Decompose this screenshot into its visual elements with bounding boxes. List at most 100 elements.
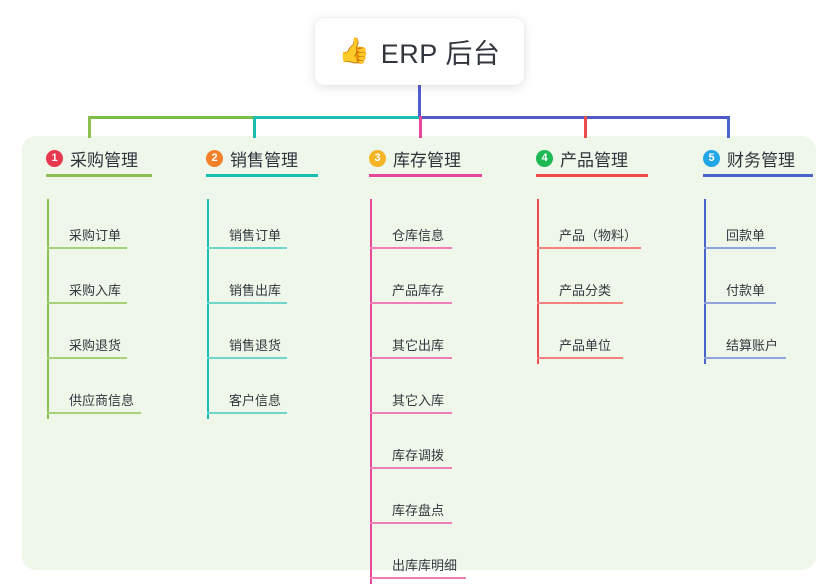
list-item-rule bbox=[47, 357, 127, 359]
list-item-rule bbox=[47, 247, 127, 249]
list-item[interactable]: 客户信息 bbox=[200, 364, 298, 419]
branch-header-rule-4 bbox=[536, 174, 648, 177]
list-item-label: 销售出库 bbox=[229, 283, 282, 298]
list-item-rule bbox=[704, 302, 776, 304]
bus-segment-teal bbox=[253, 116, 420, 119]
list-item-rule bbox=[370, 522, 452, 524]
list-item[interactable]: 其它出库 bbox=[363, 309, 461, 364]
list-item-label: 产品库存 bbox=[392, 283, 445, 298]
list-item-label: 供应商信息 bbox=[69, 393, 135, 408]
list-item-label: 产品分类 bbox=[559, 283, 612, 298]
list-item-rule bbox=[207, 247, 287, 249]
branch-spine-5 bbox=[704, 199, 706, 364]
branch-spine-3 bbox=[370, 199, 372, 584]
list-item-label: 采购退货 bbox=[69, 338, 122, 353]
branch-badge-4: 4 bbox=[536, 149, 553, 167]
list-item[interactable]: 采购订单 bbox=[40, 199, 138, 254]
branch-header-rule-1 bbox=[46, 174, 152, 177]
root-node-erp[interactable]: 👍 ERP 后台 bbox=[315, 18, 524, 85]
list-item-rule bbox=[370, 467, 452, 469]
list-item-label: 回款单 bbox=[726, 228, 766, 243]
list-item-rule bbox=[537, 247, 641, 249]
branch-title-5: 财务管理 bbox=[727, 150, 795, 170]
list-item[interactable]: 产品（物料） bbox=[530, 199, 641, 254]
branch-items-2: 销售订单销售出库销售退货客户信息 bbox=[200, 199, 298, 419]
list-item-rule bbox=[370, 247, 452, 249]
branch-spine-1 bbox=[47, 199, 49, 419]
list-item-rule bbox=[537, 357, 623, 359]
list-item[interactable]: 库存调拨 bbox=[363, 419, 461, 474]
list-item[interactable]: 供应商信息 bbox=[40, 364, 141, 419]
list-item-rule bbox=[47, 302, 127, 304]
bus-segment-green bbox=[88, 116, 254, 119]
branch-3: 3 库存管理仓库信息产品库存其它出库其它入库库存调拨库存盘点出库库明细 bbox=[363, 147, 482, 584]
list-item-rule bbox=[370, 357, 452, 359]
branch-header-1[interactable]: 1 采购管理 bbox=[40, 147, 152, 177]
list-item-label: 销售订单 bbox=[229, 228, 282, 243]
list-item[interactable]: 产品单位 bbox=[530, 309, 628, 364]
branch-badge-1: 1 bbox=[46, 149, 63, 167]
list-item-rule bbox=[704, 247, 776, 249]
list-item-label: 付款单 bbox=[726, 283, 766, 298]
root-trunk-connector bbox=[418, 85, 421, 117]
list-item-rule bbox=[207, 412, 287, 414]
drop-connector-5 bbox=[727, 116, 730, 138]
list-item-rule bbox=[537, 302, 623, 304]
branch-header-3[interactable]: 3 库存管理 bbox=[363, 147, 482, 177]
branch-header-rule-3 bbox=[369, 174, 482, 177]
branch-items-3: 仓库信息产品库存其它出库其它入库库存调拨库存盘点出库库明细 bbox=[363, 199, 466, 584]
drop-connector-1 bbox=[88, 116, 91, 138]
bus-segment-indigo bbox=[419, 116, 728, 119]
list-item[interactable]: 产品库存 bbox=[363, 254, 461, 309]
list-item-label: 库存盘点 bbox=[392, 503, 445, 518]
branch-2: 2 销售管理销售订单销售出库销售退货客户信息 bbox=[200, 147, 318, 419]
list-item[interactable]: 其它入库 bbox=[363, 364, 461, 419]
list-item-rule bbox=[207, 302, 287, 304]
list-item-label: 采购入库 bbox=[69, 283, 122, 298]
branch-title-3: 库存管理 bbox=[393, 150, 461, 170]
list-item[interactable]: 采购入库 bbox=[40, 254, 138, 309]
list-item[interactable]: 回款单 bbox=[697, 199, 795, 254]
branch-items-4: 产品（物料） 产品分类产品单位 bbox=[530, 199, 641, 364]
list-item[interactable]: 出库库明细 bbox=[363, 529, 466, 584]
drop-connector-2 bbox=[253, 116, 256, 138]
list-item-rule bbox=[370, 412, 452, 414]
branch-title-2: 销售管理 bbox=[230, 150, 298, 170]
list-item[interactable]: 结算账户 bbox=[697, 309, 795, 364]
branch-title-4: 产品管理 bbox=[560, 150, 628, 170]
list-item[interactable]: 仓库信息 bbox=[363, 199, 461, 254]
list-item-label: 其它入库 bbox=[392, 393, 445, 408]
root-node-title: ERP 后台 bbox=[380, 39, 501, 69]
list-item[interactable]: 库存盘点 bbox=[363, 474, 461, 529]
branch-spine-4 bbox=[537, 199, 539, 364]
list-item-rule bbox=[47, 412, 141, 414]
list-item[interactable]: 销售订单 bbox=[200, 199, 298, 254]
branch-badge-2: 2 bbox=[206, 149, 223, 167]
list-item-rule bbox=[704, 357, 786, 359]
list-item-label: 客户信息 bbox=[229, 393, 282, 408]
list-item-label: 库存调拨 bbox=[392, 448, 445, 463]
branch-header-4[interactable]: 4 产品管理 bbox=[530, 147, 648, 177]
list-item[interactable]: 销售出库 bbox=[200, 254, 298, 309]
branch-badge-3: 3 bbox=[369, 149, 386, 167]
branch-1: 1 采购管理采购订单采购入库采购退货供应商信息 bbox=[40, 147, 152, 419]
list-item-label: 出库库明细 bbox=[392, 558, 458, 573]
branch-title-1: 采购管理 bbox=[70, 150, 138, 170]
list-item-label: 产品单位 bbox=[559, 338, 612, 353]
list-item[interactable]: 销售退货 bbox=[200, 309, 298, 364]
list-item-rule bbox=[370, 577, 466, 579]
branch-4: 4 产品管理产品（物料） 产品分类产品单位 bbox=[530, 147, 648, 364]
list-item-label: 销售退货 bbox=[229, 338, 282, 353]
branch-items-5: 回款单付款单结算账户 bbox=[697, 199, 795, 364]
list-item[interactable]: 付款单 bbox=[697, 254, 795, 309]
list-item[interactable]: 产品分类 bbox=[530, 254, 628, 309]
drop-connector-3 bbox=[419, 116, 422, 138]
branch-spine-2 bbox=[207, 199, 209, 419]
branch-header-2[interactable]: 2 销售管理 bbox=[200, 147, 318, 177]
branch-header-rule-5 bbox=[703, 174, 813, 177]
drop-connector-4 bbox=[584, 116, 587, 138]
list-item-rule bbox=[207, 357, 287, 359]
list-item[interactable]: 采购退货 bbox=[40, 309, 138, 364]
